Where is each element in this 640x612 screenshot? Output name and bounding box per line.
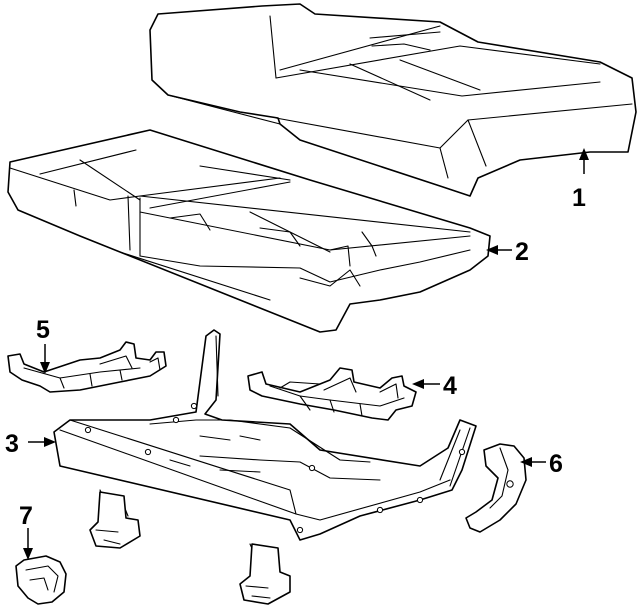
callout-label-7: 7 [19,502,33,530]
callout-2: 2 [486,238,529,266]
callout-label-3: 3 [5,430,19,458]
part-5-bracket-left[interactable] [7,341,167,393]
callout-6: 6 [520,450,563,478]
part-7-end-cap[interactable] [15,555,67,605]
callout-label-6: 6 [549,450,563,478]
part-1-cushion-pad[interactable] [149,3,637,197]
callout-4: 4 [412,372,457,400]
callout-1: 1 [572,148,589,212]
callout-3: 3 [5,430,56,458]
part-4-bracket-right[interactable] [247,367,417,421]
part-2-cushion-frame[interactable] [7,129,491,333]
callout-5: 5 [36,316,50,374]
callout-label-2: 2 [515,238,529,266]
part-6-side-trim[interactable] [465,443,527,533]
callout-label-4: 4 [443,372,457,400]
callout-7: 7 [19,502,33,560]
callout-label-1: 1 [572,184,586,212]
part-3-seat-frame[interactable] [53,329,477,605]
callout-label-5: 5 [36,316,50,344]
